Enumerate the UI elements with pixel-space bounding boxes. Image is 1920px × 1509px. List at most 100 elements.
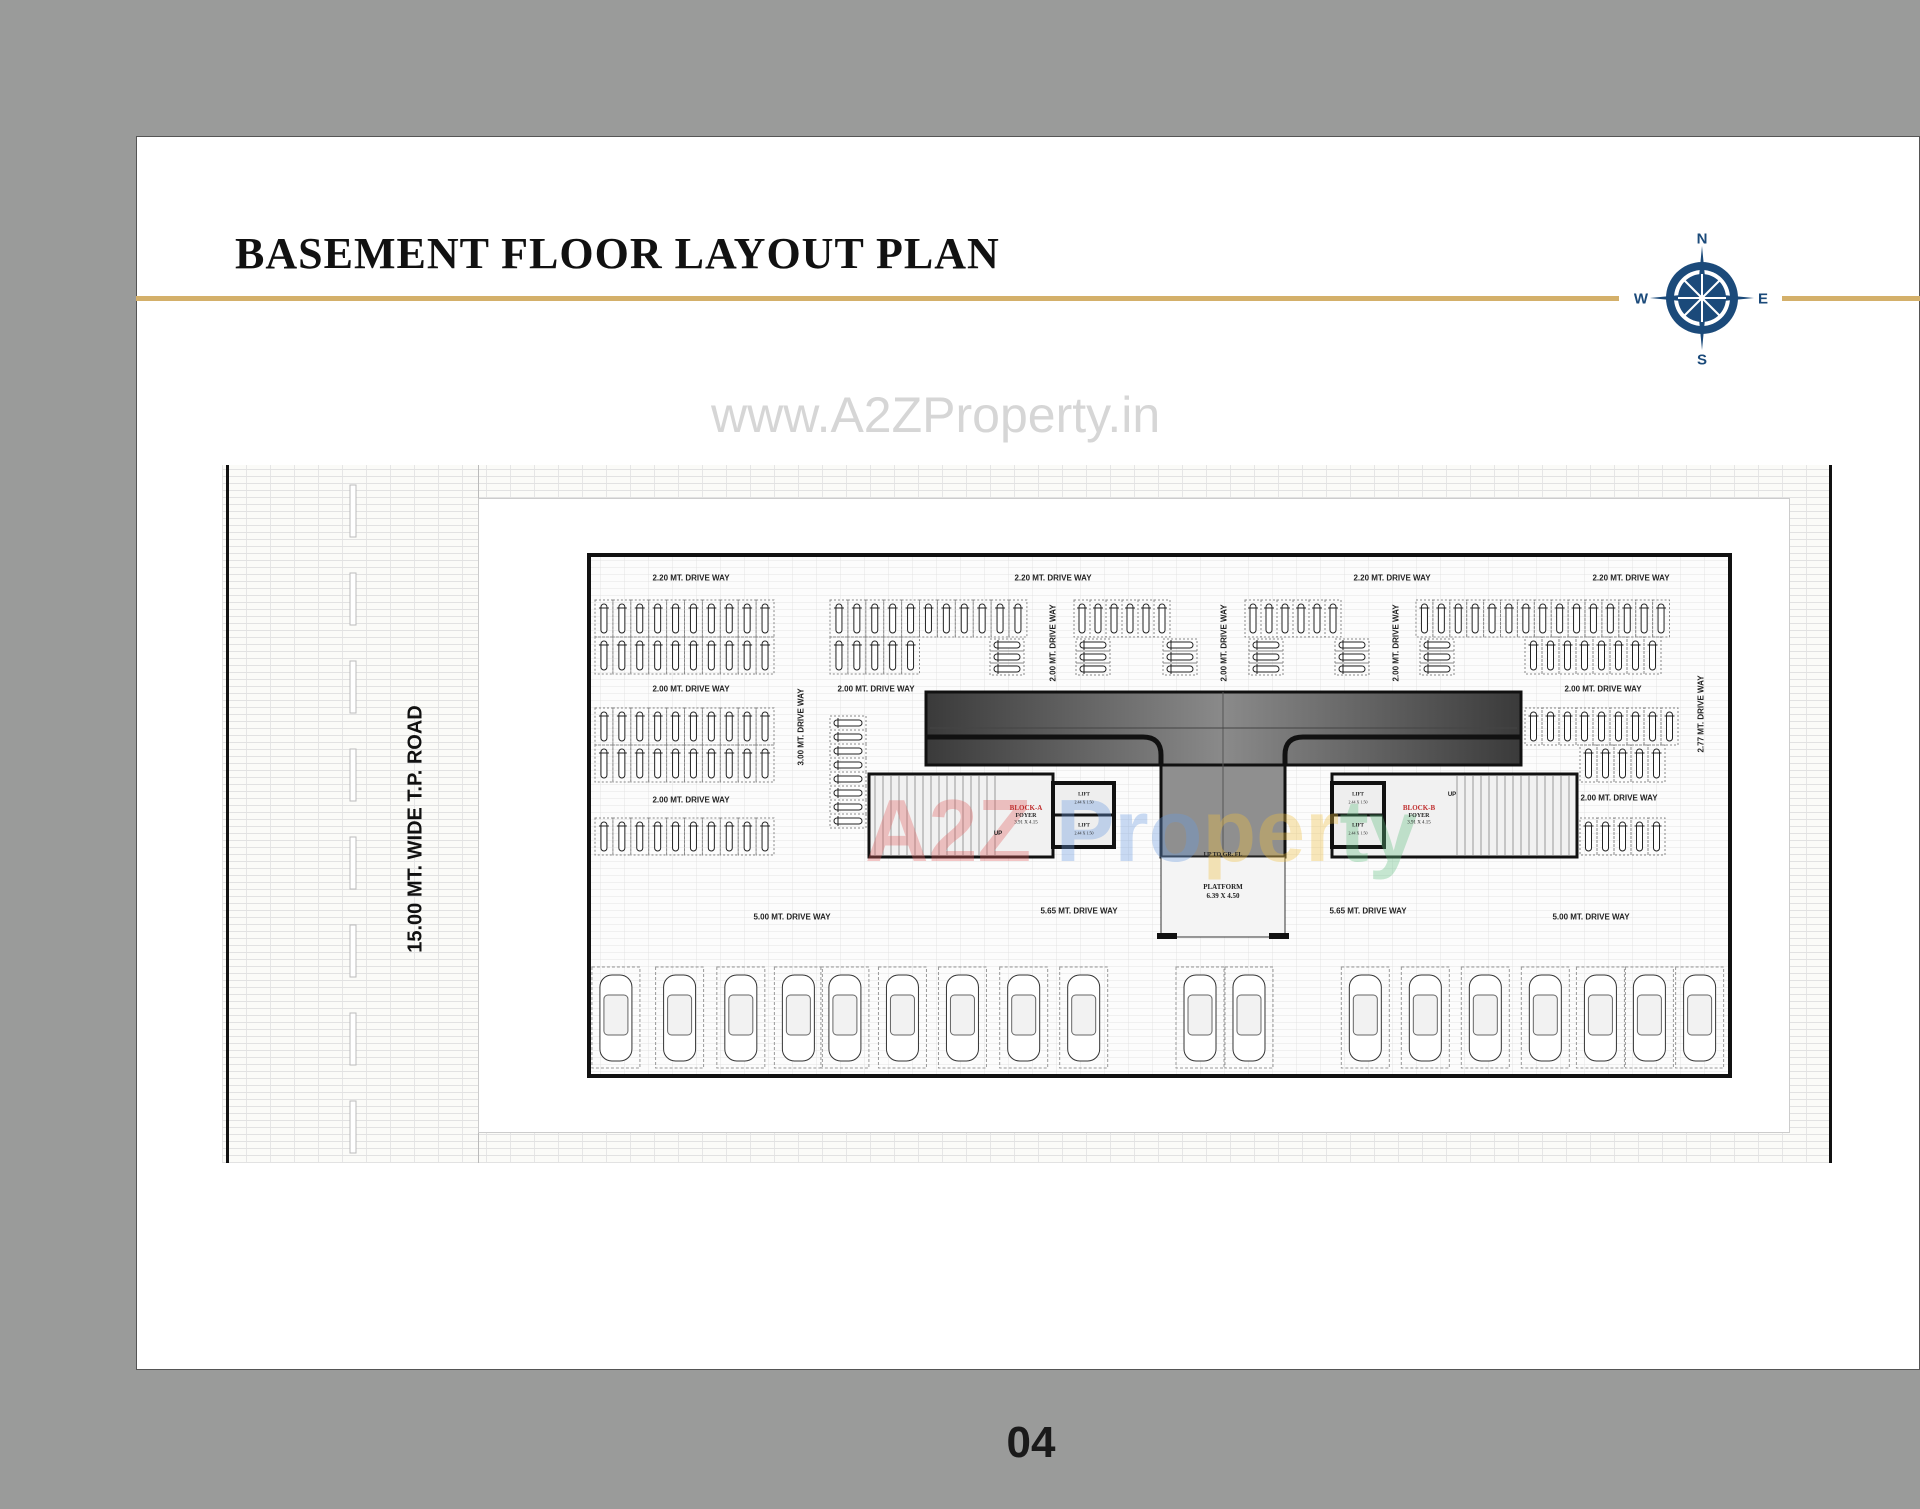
bike-stall — [1500, 599, 1518, 638]
bike-stall — [1541, 636, 1560, 675]
bike-stall — [648, 707, 668, 746]
bike-stall — [1466, 599, 1485, 638]
bike-stall — [594, 707, 614, 746]
bike-stall — [1524, 707, 1543, 746]
bike-stall — [990, 599, 1010, 638]
bike-stall — [701, 707, 721, 746]
block-b-lift-2-size: 2.44 X 1.50 — [1348, 830, 1368, 836]
bike-stall — [648, 744, 668, 783]
bike-stall — [1558, 636, 1577, 675]
block-b-foyer-size: 3.91 X 4.15 — [1407, 820, 1431, 826]
gold-divider-right — [1782, 296, 1920, 301]
bike-stall — [1592, 707, 1611, 746]
block-b-foyer: FOYER — [1408, 813, 1430, 819]
bike-stall — [612, 744, 632, 783]
bike-stall — [901, 636, 920, 675]
bike-stall — [719, 707, 739, 746]
driveway-label: 2.00 MT. DRIVE WAY — [1391, 604, 1401, 682]
car-stall — [1175, 966, 1225, 1069]
bike-stall — [612, 636, 632, 675]
car-stall — [1520, 966, 1570, 1069]
page-title: BASEMENT FLOOR LAYOUT PLAN — [235, 229, 1000, 278]
bike-stall — [630, 599, 650, 638]
driveway-label: 2.00 MT. DRIVE WAY — [652, 684, 730, 694]
road-centerline — [349, 484, 357, 1154]
bike-stall — [1334, 650, 1370, 664]
bike-stall — [972, 599, 992, 638]
bike-stall — [1613, 817, 1632, 856]
bike-stall — [1584, 599, 1603, 638]
bike-stall — [719, 817, 739, 856]
bike-stall — [829, 813, 867, 829]
bike-stall — [666, 817, 685, 856]
car-stall — [937, 966, 987, 1069]
compass-east: E — [1757, 290, 1769, 308]
car-stall — [716, 966, 766, 1069]
road-dash — [349, 748, 357, 802]
watermark-logo: A2Z Property — [865, 781, 1418, 880]
bike-stall — [737, 707, 757, 746]
bike-stall — [1541, 707, 1560, 746]
compass-south: S — [1696, 351, 1708, 369]
bike-stall — [755, 817, 775, 856]
bike-stall — [1276, 599, 1294, 638]
block-b-name: BLOCK-B — [1402, 804, 1436, 812]
bike-stall — [666, 636, 685, 675]
road-dash — [349, 660, 357, 714]
bike-stall — [1153, 599, 1171, 638]
bike-stall — [1308, 599, 1326, 638]
bike-stall — [648, 599, 668, 638]
bike-stall — [1419, 638, 1455, 652]
bike-stall — [1635, 599, 1654, 638]
bike-stall — [1575, 707, 1594, 746]
bike-stall — [1626, 707, 1645, 746]
bike-stall — [684, 636, 703, 675]
bike-stall — [1121, 599, 1139, 638]
bike-stall — [1579, 744, 1598, 783]
site-edge-right — [1829, 465, 1832, 1163]
block-a-lift-2-size: 2.44 X 1.50 — [1074, 830, 1094, 836]
bike-stall — [1334, 638, 1370, 652]
bike-stall — [1626, 636, 1645, 675]
bike-stall — [1558, 707, 1577, 746]
watermark-url: www.A2ZProperty.in — [711, 387, 1161, 443]
bike-stall — [755, 599, 775, 638]
block-b-lift-1: LIFT — [1352, 792, 1364, 798]
car-stall — [877, 966, 927, 1069]
car-stall — [820, 966, 870, 1069]
bike-stall — [1248, 650, 1284, 664]
bike-stall — [1105, 599, 1123, 638]
car-stall — [773, 966, 823, 1069]
bike-stall — [648, 817, 668, 856]
bike-stall — [684, 744, 703, 783]
bike-stall — [865, 599, 885, 638]
ramp-label: UP TO GR. FL — [1203, 852, 1243, 858]
bike-stall — [1660, 707, 1679, 746]
road-dash — [349, 1100, 357, 1154]
bike-stall — [1592, 636, 1611, 675]
road-dash — [349, 484, 357, 538]
bike-stall — [1647, 744, 1666, 783]
block-a-foyer-size: 3.91 X 4.15 — [1014, 820, 1038, 826]
driveway-label: 2.00 MT. DRIVE WAY — [1564, 684, 1642, 694]
platform-label: PLATFORM — [1203, 883, 1243, 891]
block-a-foyer: FOYER — [1015, 813, 1037, 819]
car-stall — [1224, 966, 1274, 1069]
car-stall — [1460, 966, 1510, 1069]
bike-stall — [1643, 636, 1662, 675]
road-dash — [349, 836, 357, 890]
bike-stall — [1579, 817, 1598, 856]
bike-stall — [1609, 707, 1628, 746]
driveway-label: 2.00 MT. DRIVE WAY — [1048, 604, 1058, 682]
bike-stall — [1630, 817, 1649, 856]
bike-stall — [1162, 662, 1198, 676]
bike-stall — [1334, 662, 1370, 676]
driveway-label: 2.77 MT. DRIVE WAY — [1696, 675, 1706, 753]
bike-stall — [594, 744, 614, 783]
bike-stall — [1162, 638, 1198, 652]
bike-stall — [1630, 744, 1649, 783]
platform — [1160, 856, 1286, 938]
bike-stall — [666, 744, 685, 783]
bike-stall — [666, 599, 685, 638]
bike-stall — [865, 636, 885, 675]
